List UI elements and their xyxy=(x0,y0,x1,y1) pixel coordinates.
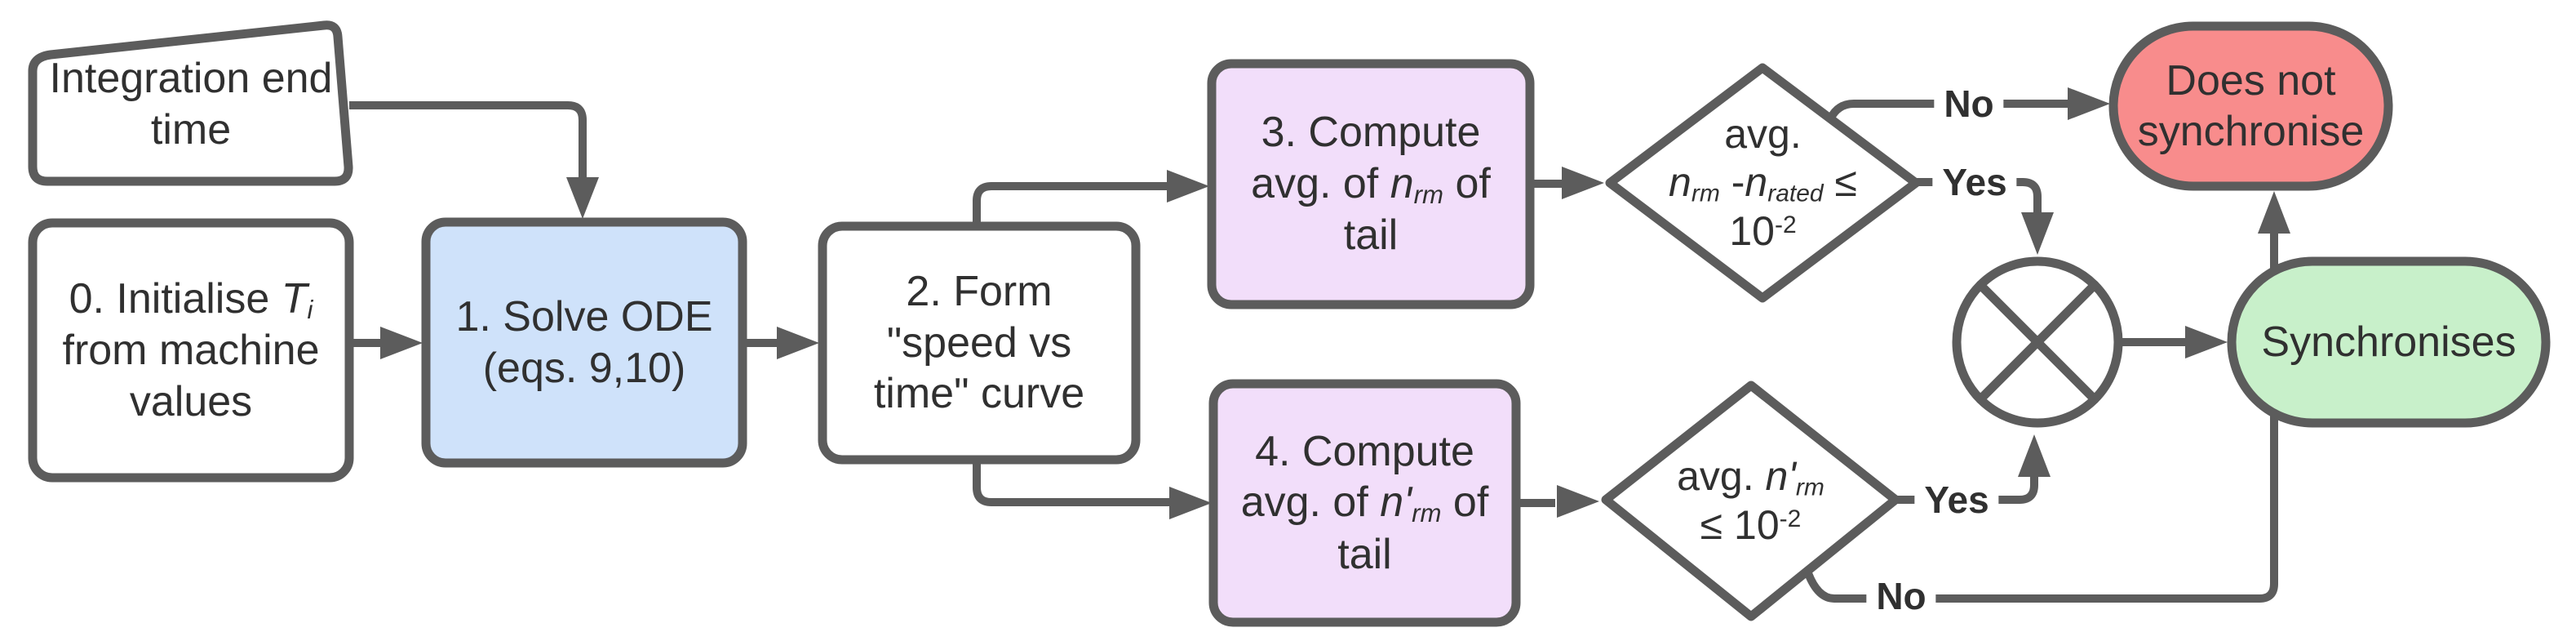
node-decision2 xyxy=(1601,381,1900,621)
connectors xyxy=(349,87,2290,603)
node-step4 xyxy=(1208,379,1521,627)
arrow-xor-to-synchronises xyxy=(2121,326,2228,358)
arrow-decision2-yes xyxy=(1895,434,2051,504)
edge-label-decision2-yes: Yes xyxy=(1914,476,1999,523)
node-step2 xyxy=(818,221,1141,465)
node-does-not-synchronise xyxy=(2108,21,2393,191)
node-integration-end-time xyxy=(28,20,353,186)
node-step1 xyxy=(421,217,747,468)
arrow-step0-to-step1 xyxy=(349,327,423,359)
node-step3 xyxy=(1207,59,1535,309)
node-synchronises xyxy=(2227,256,2551,428)
arrow-step2-to-step3 xyxy=(973,170,1209,226)
xor-cross-line-2 xyxy=(1975,280,2099,404)
arrow-step4-to-decision2 xyxy=(1516,485,1599,518)
arrow-step3-to-decision1 xyxy=(1530,167,1604,199)
arrow-step2-to-step4 xyxy=(973,460,1212,519)
edge-label-decision1-no: No xyxy=(1934,80,2004,127)
xor-junction xyxy=(1952,256,2123,428)
edge-label-decision2-no: No xyxy=(1866,572,1936,620)
node-decision1 xyxy=(1605,63,1921,303)
arrow-endtime-to-step1 xyxy=(349,101,599,219)
arrow-decision1-yes xyxy=(1916,178,2054,255)
arrow-step1-to-step2 xyxy=(743,327,819,359)
arrow-decision2-no xyxy=(1804,191,2290,603)
node-step0 xyxy=(28,218,354,483)
edge-label-decision1-yes: Yes xyxy=(1932,158,2017,206)
